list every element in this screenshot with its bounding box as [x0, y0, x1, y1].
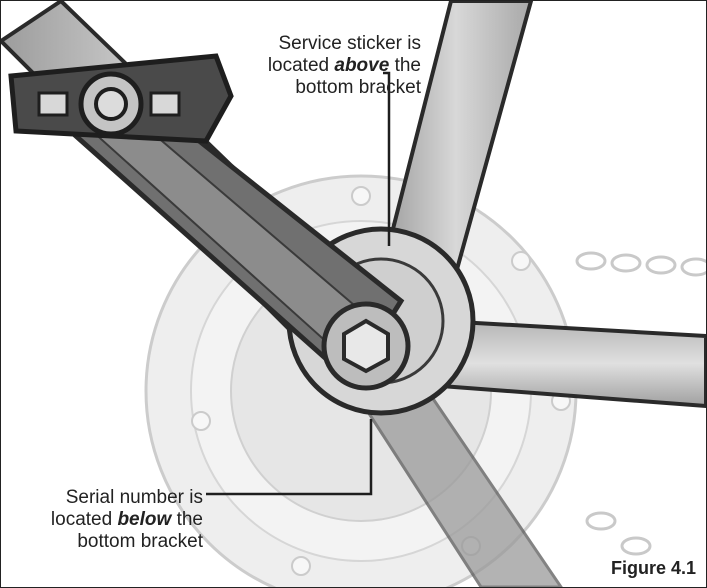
callout-top-line3: bottom bracket — [295, 77, 421, 98]
callout-bottom-line2-pre: located — [50, 509, 118, 530]
callout-top-line1: Service sticker is — [278, 33, 421, 54]
hex-socket — [342, 318, 390, 374]
callout-bottom-line2-post: the — [171, 509, 203, 530]
callout-bottom-line2: located below the — [3, 509, 203, 531]
figure-label: Figure 4.1 — [604, 556, 702, 581]
serial-number-callout: Serial number is located below the botto… — [3, 487, 203, 553]
pedal — [8, 53, 234, 144]
callout-leader-bottom — [206, 419, 373, 496]
callout-bottom-line3: bottom bracket — [77, 531, 203, 552]
callout-leader-top — [383, 71, 391, 246]
callout-top-emphasis: above — [334, 55, 390, 76]
callout-top-line2: located above the — [221, 55, 421, 77]
callout-bottom-emphasis: below — [117, 509, 172, 530]
callout-top-line2-pre: located — [267, 55, 335, 76]
callout-top-line2-post: the — [389, 55, 421, 76]
service-sticker-callout: Service sticker is located above the bot… — [221, 33, 421, 99]
callout-bottom-line1: Serial number is — [65, 487, 203, 508]
chain — [575, 251, 706, 579]
